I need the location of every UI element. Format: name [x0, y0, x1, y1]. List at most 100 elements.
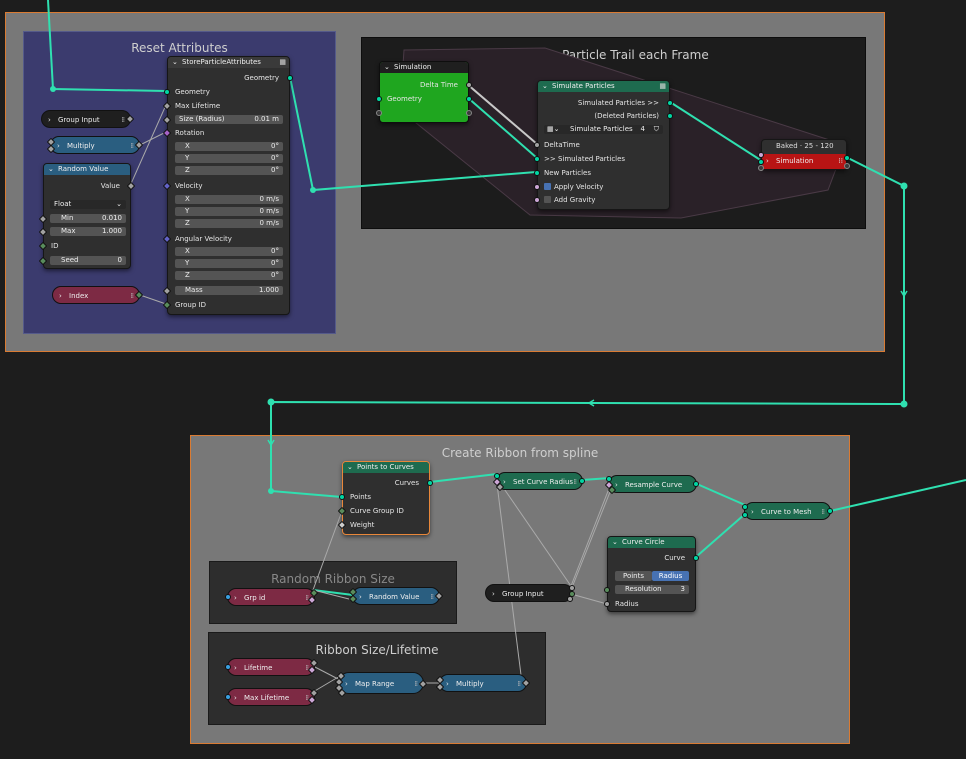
node-index[interactable]: › Index ⁞⁞	[52, 286, 144, 304]
node-header[interactable]: ⌄ StoreParticleAttributes ▦	[168, 57, 289, 68]
checkbox-unchecked-icon[interactable]	[544, 195, 551, 203]
socket-input-profile[interactable]	[742, 512, 748, 518]
node-simulation-output[interactable]: Baked · 25 - 120 › Simulation ⁞⁞	[758, 139, 850, 171]
socket-output-deleted[interactable]	[667, 113, 673, 119]
chevron-right-icon[interactable]: ›	[492, 590, 495, 598]
socket-output-extend[interactable]	[466, 110, 472, 116]
node-max-lifetime[interactable]: › Max Lifetime ⁞⁞	[225, 688, 319, 706]
chevron-right-icon[interactable]: ›	[234, 694, 237, 702]
node-simulation-input[interactable]: ⌄ Simulation Delta Time Geometry	[376, 61, 472, 123]
node-multiply[interactable]: › Multiply ⁞⁞	[46, 136, 144, 154]
socket-output-geometry[interactable]	[466, 96, 472, 102]
node-header[interactable]: ⌄ Simulation	[380, 62, 468, 73]
node-group-selector[interactable]: ▦⌄ Simulate Particles 4 ⛉	[544, 125, 663, 134]
socket-input-apply-velocity[interactable]	[534, 184, 540, 190]
chevron-right-icon[interactable]: ›	[359, 593, 362, 601]
node-group-icon[interactable]: ▦	[659, 82, 666, 90]
socket-output-curve[interactable]	[579, 478, 585, 484]
socket-input-geometry[interactable]	[376, 96, 382, 102]
socket-input[interactable]	[225, 594, 231, 600]
socket-input-new-particles[interactable]	[534, 170, 540, 176]
chevron-right-icon[interactable]: ›	[446, 680, 449, 688]
node-curve-circle[interactable]: ⌄ Curve Circle Curve Points Radius Resol…	[604, 536, 699, 612]
socket-output-curves[interactable]	[427, 480, 433, 486]
socket-output-simulated[interactable]	[667, 100, 673, 106]
socket-input-skip[interactable]	[758, 152, 764, 158]
chevron-right-icon[interactable]: ›	[48, 116, 51, 124]
chevron-right-icon[interactable]: ›	[59, 292, 62, 300]
shield-icon[interactable]: ⛉	[653, 125, 659, 133]
node-map-range[interactable]: › Map Range ⁞⁞	[334, 671, 428, 698]
socket-output-geometry[interactable]	[844, 155, 850, 161]
socket-input[interactable]	[225, 694, 231, 700]
node-simulate-particles[interactable]: ⌄ Simulate Particles ▦ Simulated Particl…	[534, 80, 673, 210]
checkbox-checked-icon[interactable]	[544, 182, 551, 190]
apply-velocity-checkbox[interactable]: Apply Velocity	[544, 182, 603, 192]
add-gravity-checkbox[interactable]: Add Gravity	[544, 195, 595, 205]
socket-input[interactable]	[225, 664, 231, 670]
chevron-down-icon[interactable]: ⌄	[347, 463, 353, 471]
node-set-curve-radius[interactable]: › Set Curve Radius ⁞⁞	[492, 472, 585, 492]
chevron-down-icon[interactable]: ⌄	[172, 58, 178, 66]
node-header[interactable]: › Simulation ⁞⁞	[762, 154, 846, 169]
chevron-right-icon[interactable]: ›	[234, 594, 237, 602]
node-multiply[interactable]: › Multiply ⁞⁞	[435, 674, 531, 692]
node-group-input[interactable]: › Group Input ⁞⁞	[41, 110, 135, 128]
chevron-right-icon[interactable]: ›	[345, 680, 348, 688]
node-lifetime[interactable]: › Lifetime ⁞⁞	[225, 658, 319, 676]
size-radius-field[interactable]: Size (Radius)0.01 m	[175, 115, 283, 124]
chevron-down-icon[interactable]: ⌄	[384, 63, 390, 71]
socket-output-mesh[interactable]	[827, 508, 833, 514]
socket-output-delta-time[interactable]	[466, 82, 472, 88]
socket-output-curve[interactable]	[693, 555, 699, 561]
node-curve-to-mesh[interactable]: › Curve to Mesh ⁞⁞	[742, 502, 833, 520]
socket-output-extend[interactable]	[844, 163, 850, 169]
node-group-icon[interactable]: ▦	[279, 58, 286, 66]
socket-input-geometry[interactable]	[164, 89, 170, 95]
chevron-down-icon[interactable]: ⌄	[48, 165, 54, 173]
chevron-right-icon[interactable]: ›	[615, 481, 618, 489]
socket-input-extend[interactable]	[376, 110, 382, 116]
node-grp-id[interactable]: › Grp id ⁞⁞	[225, 588, 319, 606]
socket-input-curve[interactable]	[742, 504, 748, 510]
socket-input-points[interactable]	[339, 494, 345, 500]
node-resample-curve[interactable]: › Resample Curve	[604, 475, 699, 495]
socket-input-extend[interactable]	[758, 165, 764, 171]
socket-output-3[interactable]	[567, 596, 573, 602]
socket-input-delta-time[interactable]	[534, 142, 540, 148]
node-header[interactable]: ⌄ Curve Circle	[608, 537, 695, 548]
socket-input-simulated[interactable]	[534, 156, 540, 162]
chevron-right-icon[interactable]: ›	[234, 664, 237, 672]
socket-input-radius[interactable]	[604, 601, 610, 607]
node-header[interactable]: ⌄ Points to Curves	[343, 462, 429, 473]
mode-radius-button[interactable]: Radius	[652, 571, 689, 581]
socket-input-resolution[interactable]	[604, 587, 610, 593]
mode-points-button[interactable]: Points	[615, 571, 652, 581]
chevron-right-icon[interactable]: ›	[57, 142, 60, 150]
node-group-input[interactable]: › Group Input	[485, 584, 575, 602]
node-store-particle-attributes[interactable]: ⌄ StoreParticleAttributes ▦ Geometry Geo…	[162, 56, 293, 315]
socket-output-curve[interactable]	[693, 481, 699, 487]
data-type-select[interactable]: Float⌄	[50, 200, 126, 209]
socket-output-1[interactable]	[569, 585, 575, 591]
chevron-down-icon[interactable]: ⌄	[612, 538, 618, 546]
socket-input-geometry[interactable]	[758, 159, 764, 165]
chevron-down-icon[interactable]: ⌄	[542, 82, 548, 90]
chevron-right-icon[interactable]: ›	[766, 157, 769, 165]
socket-input-add-gravity[interactable]	[534, 197, 540, 203]
node-random-value[interactable]: › Random Value ⁞⁞	[348, 587, 444, 605]
